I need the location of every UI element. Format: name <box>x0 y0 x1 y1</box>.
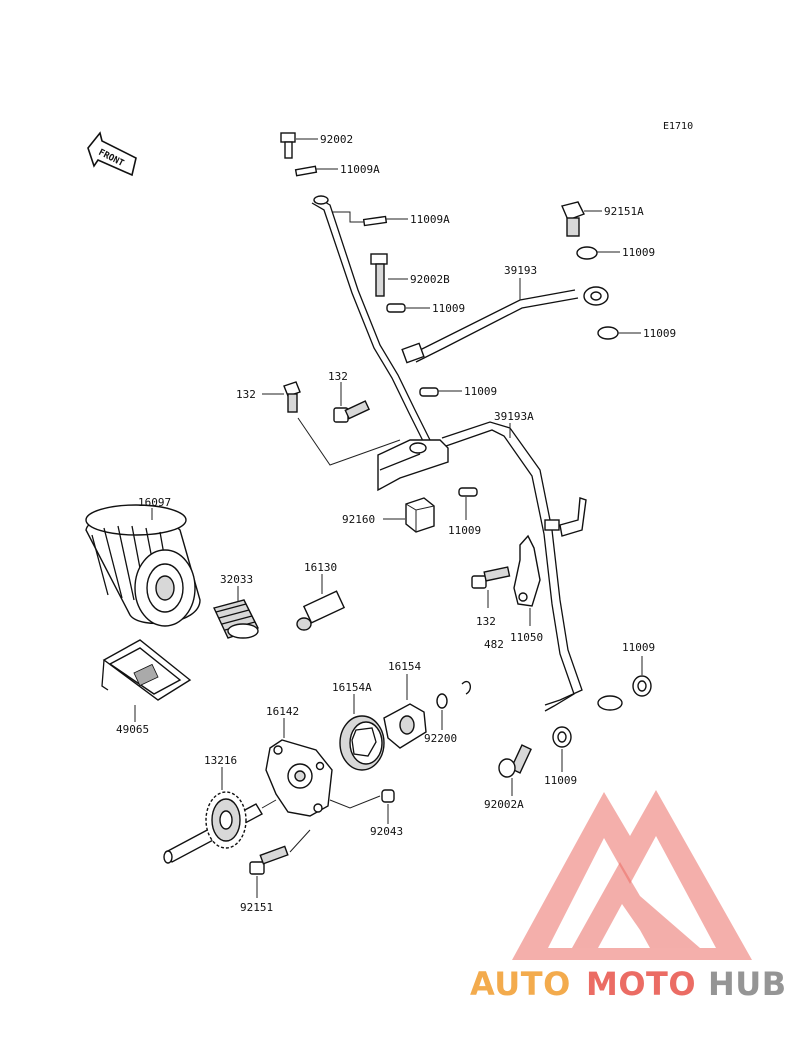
callout-11009: 11009 <box>622 641 655 654</box>
callout-11009: 11009 <box>448 524 481 537</box>
front-arrow-icon: FRONT <box>87 131 137 177</box>
callout-11009A: 11009A <box>340 163 380 176</box>
washer-11009-1 <box>576 246 598 260</box>
callout-11050: 11050 <box>510 631 543 644</box>
callout-16130: 16130 <box>304 561 337 574</box>
watermark-auto: AUTO <box>470 965 571 1003</box>
callout-16154A: 16154A <box>332 681 372 694</box>
callout-49065: 49065 <box>116 723 149 736</box>
callout-16142: 16142 <box>266 705 299 718</box>
banjo-fitting <box>377 439 449 492</box>
rotor-16154A <box>339 715 385 771</box>
pin-92200 <box>436 693 448 709</box>
clip-ring <box>461 680 472 695</box>
bolt-92002B <box>370 253 388 297</box>
pipe-39193A <box>441 421 623 712</box>
callout-11009: 11009 <box>622 246 655 259</box>
pump-cover-16142 <box>265 739 333 817</box>
washer-11009-4 <box>419 387 439 397</box>
washer-11009-5 <box>458 487 478 497</box>
callout-92002A: 92002A <box>484 798 524 811</box>
diagram-code: E1710 <box>663 121 693 132</box>
bolt-92002A <box>498 744 532 778</box>
watermark-moto: MOTO <box>586 965 696 1003</box>
callout-92151A: 92151A <box>604 205 644 218</box>
callout-92160: 92160 <box>342 513 375 526</box>
bolt-132-1 <box>283 381 301 413</box>
callout-11009: 11009 <box>544 774 577 787</box>
bolt-132-3 <box>471 566 511 589</box>
callout-13216: 13216 <box>204 754 237 767</box>
washer-11009-3 <box>386 303 406 313</box>
rotor-16154 <box>383 703 427 749</box>
callout-92002: 92002 <box>320 133 353 146</box>
element-32033 <box>213 599 259 639</box>
bolt-132-2 <box>333 400 370 423</box>
strainer-49065 <box>101 639 192 701</box>
callout-32033: 32033 <box>220 573 253 586</box>
gasket-11009A-2 <box>362 215 388 227</box>
oil-filter-16097 <box>85 504 201 627</box>
pipe-39193 <box>401 286 609 364</box>
callout-11009: 11009 <box>643 327 676 340</box>
bolt-92151A <box>561 201 585 237</box>
callout-16097: 16097 <box>138 496 171 509</box>
bolt-92151 <box>249 845 289 875</box>
callout-132: 132 <box>328 370 348 383</box>
callout-11009A: 11009A <box>410 213 450 226</box>
callout-92002B: 92002B <box>410 273 450 286</box>
callout-92200: 92200 <box>424 732 457 745</box>
callout-132: 132 <box>476 615 496 628</box>
gasket-11009A-1 <box>294 165 318 177</box>
callout-16154: 16154 <box>388 660 421 673</box>
bracket-11050 <box>513 534 541 607</box>
watermark-hub: HUB <box>708 965 787 1003</box>
callout-11009: 11009 <box>432 302 465 315</box>
callout-39193: 39193 <box>504 264 537 277</box>
callout-92043: 92043 <box>370 825 403 838</box>
bolt-92002-top <box>280 132 296 159</box>
callout-92151: 92151 <box>240 901 273 914</box>
watermark-logo <box>512 790 752 960</box>
dowel-pin-92043 <box>381 789 395 803</box>
pump-shaft-gear-13216 <box>163 791 263 864</box>
callout-39193A: 39193A <box>494 410 534 423</box>
callout-11009: 11009 <box>464 385 497 398</box>
callout-132: 132 <box>236 388 256 401</box>
callout-482: 482 <box>484 638 504 651</box>
grommet-92160 <box>405 497 435 533</box>
fitting-16130 <box>296 590 346 631</box>
washer-11009-2 <box>597 326 619 340</box>
watermark-text: AUTO MOTO HUB <box>470 965 787 1003</box>
